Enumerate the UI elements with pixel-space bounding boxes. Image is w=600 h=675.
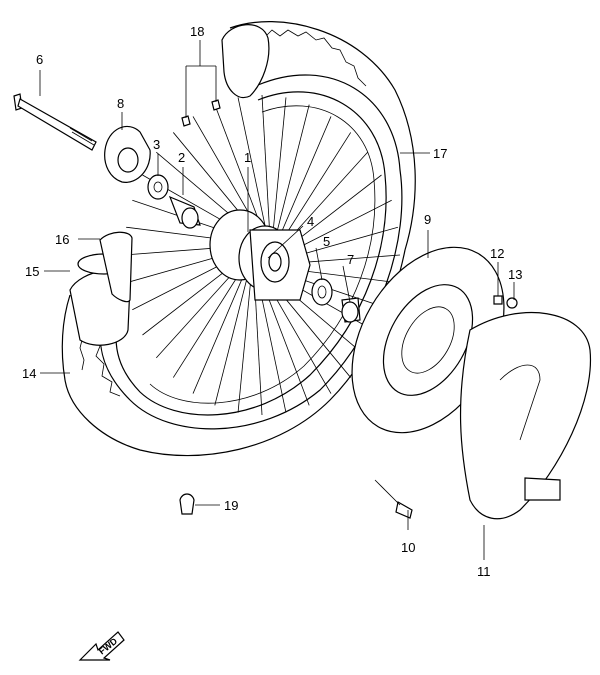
bearing-right [311,278,333,306]
spoke [275,104,310,236]
collar [341,297,361,323]
callout-16: 16 [55,232,69,247]
spoke [155,263,242,359]
callout-7: 7 [347,252,354,267]
rim [99,74,403,430]
callout-4: 4 [307,214,314,229]
callout-1: 1 [244,150,251,165]
spoke [214,104,263,230]
callout-labels: 1 2 3 4 5 6 7 8 9 10 11 12 13 14 15 16 1… [22,24,522,579]
callout-11: 11 [477,564,491,579]
disc-bolt [395,501,413,519]
callout-15: 15 [25,264,39,279]
tire-cross-section [69,24,270,346]
spoke [172,267,244,378]
callout-6: 6 [36,52,43,67]
spoke [192,271,246,394]
spoke [257,280,287,413]
spoke-nipples [181,99,221,127]
disc-cover-bolt [493,295,503,305]
spoke [272,97,287,233]
wheel-hub [209,209,311,301]
callout-14: 14 [22,366,36,381]
callout-9: 9 [424,212,431,227]
callout-5: 5 [323,234,330,249]
spoke [261,94,270,231]
callout-17: 17 [433,146,447,161]
forward-arrow-icon: FWD [78,631,125,661]
callout-12: 12 [490,246,504,261]
leader-lines [39,40,515,560]
disc-cover-nut [506,297,518,309]
callout-2: 2 [178,150,185,165]
rim-band [99,231,133,303]
spacer [168,195,201,229]
spoke [237,97,267,230]
spoke [237,277,252,413]
callout-18: 18 [190,24,204,39]
bearing-left [147,174,169,200]
callout-19: 19 [224,498,238,513]
callout-3: 3 [153,137,160,152]
disc-cover [459,311,592,520]
callout-8: 8 [117,96,124,111]
spoke [261,280,310,406]
spoke [280,132,352,243]
valve-cap [179,493,195,515]
speedometer-gearbox [104,126,151,183]
callout-10: 10 [401,540,415,555]
callout-13: 13 [508,267,522,282]
spoke [214,274,249,406]
front-axle [13,93,97,151]
spoke [278,116,332,239]
